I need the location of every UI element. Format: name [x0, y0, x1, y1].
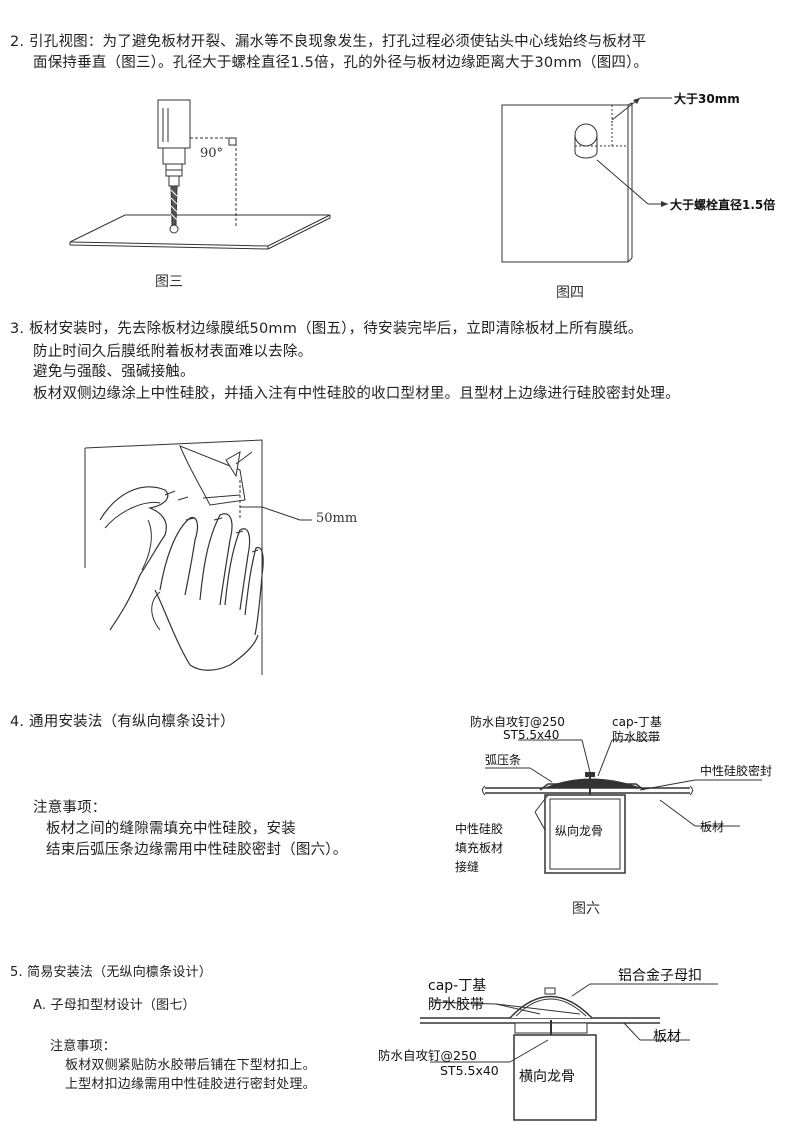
- section3-text-line4: 板材双侧边缘涂上中性硅胶，并插入注有中性硅胶的收口型材里。且型材上边缘进行硅胶密…: [33, 386, 680, 402]
- figure4-edge-distance-label: 大于30mm: [674, 92, 740, 106]
- figure7-alloy-label: 铝合金子母扣: [618, 968, 702, 984]
- section4-note-line1: 板材之间的缝隙需填充中性硅胶，安装: [46, 821, 296, 837]
- section3-text-line1: 3. 板材安装时，先去除板材边缘膜纸50mm（图五），待安装完毕后，立即清除板材…: [10, 321, 643, 337]
- figure6-cap-label-2: 防水胶带: [612, 730, 661, 744]
- section2-text-line1: 2. 引孔视图：为了避免板材开裂、漏水等不良现象发生，打孔过程必须使钻头中心线始…: [10, 34, 647, 50]
- figure7-cap-label-2: 防水胶带: [428, 997, 484, 1013]
- section4-title: 4. 通用安装法（有纵向檩条设计）: [10, 714, 235, 730]
- figure6-strip-label: 弧压条: [485, 753, 522, 767]
- section4-note-title: 注意事项：: [33, 800, 107, 816]
- figure6-screw-label-2: ST5.5x40: [503, 728, 560, 742]
- figure6-fill-label-1: 中性硅胶: [455, 822, 504, 836]
- section5-note-line1: 板材双侧紧贴防水胶带后铺在下型材扣上。: [65, 1058, 316, 1073]
- figure4-hole-diameter-label: 大于螺栓直径1.5倍: [670, 198, 776, 212]
- figure7-screw-label-2: ST5.5x40: [440, 1063, 499, 1078]
- section5-note-title: 注意事项：: [50, 1039, 117, 1054]
- section2-text-line2: 面保持垂直（图三）。孔径大于螺栓直径1.5倍，孔的外径与板材边缘距离大于30mm…: [33, 55, 649, 71]
- section3-text-line3: 避免与强酸、强碱接触。: [33, 364, 195, 380]
- figure6-fill-label-2: 填充板材: [455, 841, 504, 855]
- figure5-50mm-label: 50mm: [316, 511, 358, 526]
- section3-text-line2: 防止时间久后膜纸附着板材表面难以去除。: [33, 344, 313, 360]
- figure6-keel-label: 纵向龙骨: [555, 824, 604, 838]
- figure7-board-label: 板材: [653, 1029, 681, 1045]
- figure4-caption: 图四: [556, 285, 584, 301]
- section5-note-line2: 上型材扣边缘需用中性硅胶进行密封处理。: [65, 1077, 316, 1092]
- section5-subtitle: A. 子母扣型材设计（图七）: [33, 998, 196, 1013]
- section5-title: 5. 简易安装法（无纵向檩条设计）: [10, 965, 212, 980]
- figure6-caption: 图六: [572, 901, 600, 917]
- figure7-keel-label: 横向龙骨: [519, 1069, 575, 1085]
- figure6-seal-label: 中性硅胶密封: [700, 764, 773, 778]
- figure6-board-label: 板材: [700, 820, 725, 834]
- figure6-fill-label-3: 接缝: [455, 860, 480, 874]
- figure7-cap-label-1: cap-丁基: [428, 978, 487, 994]
- figure3-angle-label: 90°: [200, 146, 224, 161]
- section4-note-line2: 结束后弧压条边缘需用中性硅胶密封（图六）。: [46, 842, 348, 858]
- figure6-cap-label-1: cap-丁基: [612, 715, 662, 729]
- figure6-screw-label-1: 防水自攻钉@250: [470, 715, 565, 729]
- figure7-screw-label-1: 防水自攻钉@250: [378, 1048, 477, 1063]
- figure3-caption: 图三: [155, 274, 183, 290]
